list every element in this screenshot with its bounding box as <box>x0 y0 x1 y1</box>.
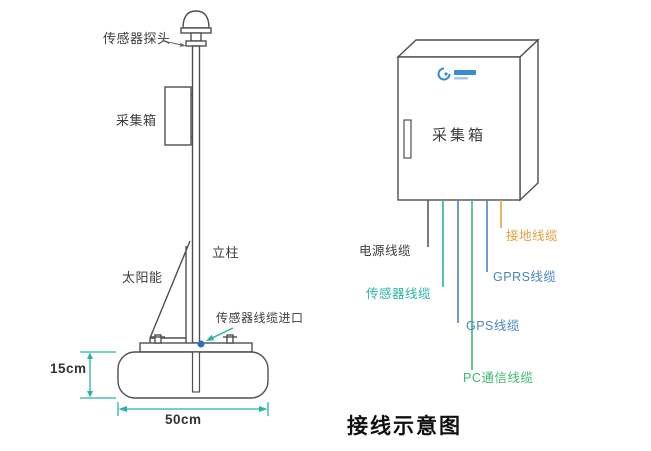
pc-cable-label: PC通信线缆 <box>463 371 534 385</box>
solar-label: 太阳能 <box>122 270 163 285</box>
gps-cable-label: GPS线缆 <box>466 319 520 333</box>
cable-inlet-dot <box>197 340 205 348</box>
sensor-probe-label: 传感器探头 <box>103 31 171 46</box>
sensor-cable-label: 传感器线缆 <box>366 287 432 301</box>
brand-logo-icon <box>437 67 476 81</box>
ground-cable-label: 接地线缆 <box>506 229 559 243</box>
power-cable-label: 电源线缆 <box>359 244 412 258</box>
dimension-50cm <box>117 402 269 416</box>
cabinet-cables <box>427 200 502 370</box>
probe-pointer-arrow <box>162 40 186 47</box>
cabinet-slot <box>403 119 412 159</box>
collection-box-label: 采集箱 <box>116 113 157 128</box>
mast-pole <box>191 45 201 344</box>
diagram-title: 接线示意图 <box>347 415 462 438</box>
gprs-cable-label: GPRS线缆 <box>493 270 557 284</box>
pole-label: 立柱 <box>212 245 240 260</box>
sensor-probe <box>180 10 212 47</box>
cabinet-label: 采集箱 <box>431 127 486 144</box>
cable-inlet-arrow <box>197 327 234 348</box>
base-width-dimension-label: 50cm <box>165 412 202 427</box>
collection-box-left <box>164 86 193 146</box>
cabinet <box>396 38 540 202</box>
solar-bracket <box>149 240 191 343</box>
cable-inlet-label: 传感器线缆进口 <box>216 311 304 325</box>
dimension-15cm <box>80 351 116 399</box>
base-height-dimension-label: 15cm <box>50 361 87 376</box>
mounting-base <box>117 351 269 399</box>
